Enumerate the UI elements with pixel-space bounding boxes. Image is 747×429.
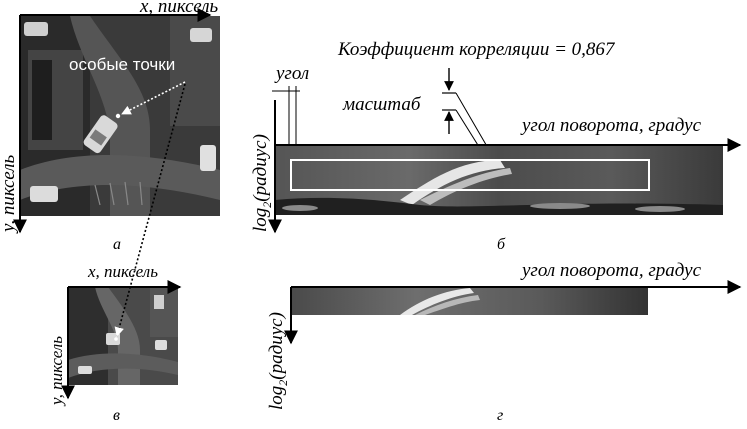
caption-g: г	[497, 407, 503, 424]
caption-b: б	[497, 236, 506, 253]
keypoints-label: особые точки	[69, 55, 175, 74]
panel-g: угол поворота, градус log2(радиус) г	[266, 260, 740, 424]
y-axis-label-g: log2(радиус)	[266, 312, 290, 410]
aerial-photo-a	[20, 16, 220, 216]
correlation-text: Коэффициент корреляции = 0,867	[337, 39, 616, 60]
log-polar-image-g	[291, 287, 648, 315]
caption-a: а	[113, 236, 121, 253]
y-axis-label-b: log2(радиус)	[250, 134, 274, 232]
x-axis-label-v: x, пиксель	[87, 262, 158, 281]
aerial-photo-v	[68, 287, 178, 385]
angle-label: угол	[274, 63, 309, 84]
x-axis-label-a: x, пиксель	[139, 0, 219, 17]
x-axis-label-g: угол поворота, градус	[520, 260, 702, 281]
log-polar-image-b	[275, 145, 723, 215]
panel-b: Коэффициент корреляции = 0,867 угол масш…	[250, 39, 740, 253]
x-axis-label-b: угол поворота, градус	[520, 115, 702, 136]
scale-label: масштаб	[342, 94, 422, 115]
panel-v: x, пиксель y, пиксель в	[47, 262, 180, 424]
caption-v: в	[113, 407, 120, 424]
y-axis-label-a: y, пиксель	[0, 155, 19, 234]
y-axis-label-v: y, пиксель	[47, 336, 66, 407]
panel-a: особые точки x, пиксель y, пиксель а	[0, 0, 220, 253]
